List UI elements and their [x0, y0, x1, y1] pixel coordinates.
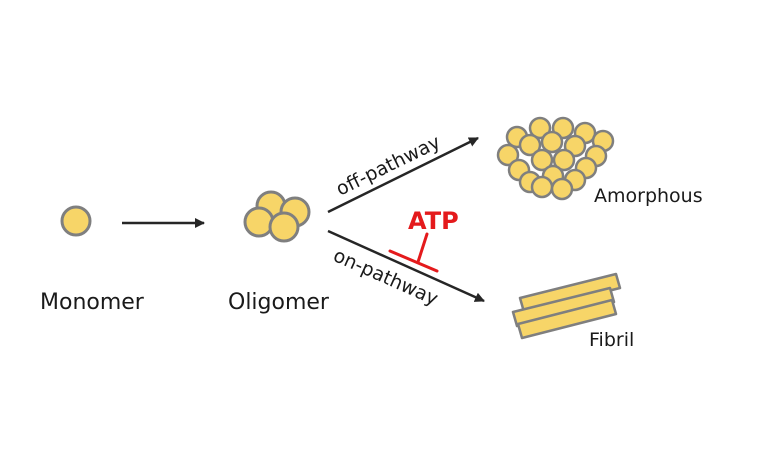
monomer-particle: [60, 205, 92, 237]
monomer-label: Monomer: [40, 290, 145, 315]
atp-label: ATP: [408, 207, 459, 235]
amorphous-aggregate: [496, 116, 615, 201]
on-pathway-arrow: [327, 229, 485, 303]
oligomer-cluster: [243, 190, 311, 243]
atp-inhibition-symbol: [388, 232, 439, 273]
off-pathway-label: off-pathway: [333, 131, 444, 200]
amorphous-label: Amorphous: [594, 185, 703, 207]
fibril-label: Fibril: [589, 329, 634, 351]
oligomer-label: Oligomer: [228, 290, 330, 315]
fibril-bundle: [511, 272, 622, 340]
off-pathway-arrow: [327, 136, 479, 214]
on-pathway-label: on-pathway: [330, 244, 441, 310]
